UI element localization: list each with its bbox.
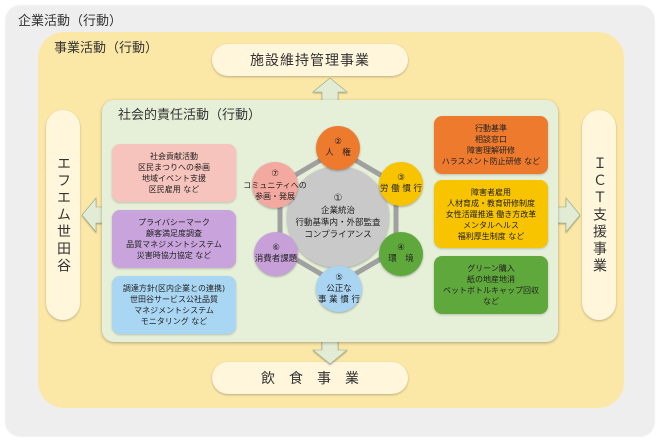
fair-business-line-2: 事 業 慣 行 — [317, 294, 361, 305]
environment-box: グリーン購入 紙の地産地消 ペットボトルキャップ回収 など — [434, 256, 548, 314]
circle-consumer: ⑥ 消費者課題 — [254, 232, 298, 276]
circle-fair-business: ⑤ 公正な 事 業 慣 行 — [316, 266, 362, 312]
consumer-number: ⑥ — [272, 243, 280, 253]
community-box-line-2: 区民まつりへの参画 — [138, 163, 210, 172]
consumer-label: 消費者課題 — [254, 254, 298, 264]
community-box: 社会貢献活動 区民まつりへの参画 地域イベント支援 区民雇用 など — [112, 144, 236, 202]
community-number: ⑦ — [271, 168, 279, 179]
facility-maintenance-pill: 施設維持管理事業 — [212, 44, 408, 76]
labor-number: ③ — [397, 173, 405, 183]
labor-box-line-5: 福利厚生制度 など — [457, 231, 525, 241]
governance-line-1: 企業統治 — [320, 206, 355, 216]
human-rights-number: ② — [334, 137, 342, 147]
labor-box-line-3: 女性活躍推進 働き方改革 — [445, 209, 537, 219]
fm-setagaya-label: エフエム世田谷 — [55, 155, 71, 275]
community-box-line-3: 地域イベント支援 — [142, 174, 206, 183]
fair-business-number: ⑤ — [335, 272, 343, 283]
enterprise-title: 企業活動（行動） — [18, 14, 123, 29]
human-rights-box-line-4: ハラスメント防止研修 など — [441, 157, 541, 166]
consumer-box-line-1: プライバシーマーク — [138, 218, 210, 227]
community-line-1: コミュニティへの — [243, 180, 307, 190]
fair-box-line-1: 調達方針(区内企業との連携) — [122, 284, 226, 293]
facility-maintenance-label: 施設維持管理事業 — [250, 53, 370, 69]
food-pill: 飲 食 事 業 — [212, 362, 408, 394]
circle-labor: ③ 労 働 慣 行 — [379, 162, 423, 206]
ict-support-pill: ＩＣＴ支援事業 — [582, 110, 616, 320]
fair-box-line-3: マネジメントシステム — [134, 306, 214, 315]
human-rights-box-line-3: 障害理解研修 — [467, 146, 515, 155]
labor-box-line-1: 障害者雇用 — [471, 187, 511, 197]
consumer-box-line-2: 顧客満足度調査 — [146, 229, 202, 238]
circle-environment: ④ 環 境 — [379, 232, 423, 276]
consumer-box-line-3: 品質マネジメントシステム — [126, 240, 222, 249]
fair-box: 調達方針(区内企業との連携) 世田谷サービス公社品質 マネジメントシステム モニ… — [112, 276, 236, 334]
human-rights-box-line-1: 行動基準 — [475, 124, 507, 133]
circle-human-rights: ② 人 権 — [316, 126, 360, 170]
consumer-box: プライバシーマーク 顧客満足度調査 品質マネジメントシステム 災害時協力協定 な… — [112, 210, 236, 268]
fair-box-line-4: モニタリング など — [140, 317, 208, 326]
governance-line-2: 行動基準内・外部監査 — [295, 218, 381, 228]
community-box-line-1: 社会貢献活動 — [150, 152, 198, 161]
community-box-line-4: 区民雇用 など — [148, 185, 200, 194]
environment-label: 環 境 — [388, 254, 414, 264]
environment-box-line-2: 紙の地産地消 — [467, 275, 515, 284]
governance-number: ① — [333, 193, 343, 204]
human-rights-box-line-2: 相談窓口 — [475, 135, 507, 144]
human-rights-box: 行動基準 相談窓口 障害理解研修 ハラスメント防止研修 など — [434, 116, 548, 174]
labor-label: 労 働 慣 行 — [379, 184, 423, 194]
fm-setagaya-pill: エフエム世田谷 — [46, 110, 80, 320]
business-title: 事業活動（行動） — [54, 41, 159, 56]
environment-box-line-3: ペットボトルキャップ回収 — [443, 286, 539, 295]
governance-line-3: コンプライアンス — [304, 230, 372, 240]
labor-box: 障害者雇用 人材育成・教育研修制度 女性活躍推進 働き方改革 メンタルヘルス 福… — [434, 180, 548, 248]
consumer-box-line-4: 災害時協力協定 など — [136, 251, 212, 260]
human-rights-label: 人 権 — [325, 148, 351, 158]
csr-title: 社会的責任活動（行動） — [118, 108, 262, 123]
governance-circle: ① 企業統治 行動基準内・外部監査 コンプライアンス — [287, 166, 389, 268]
labor-box-line-4: メンタルヘルス — [463, 220, 519, 230]
environment-box-line-4: など — [483, 297, 499, 306]
community-line-2: 参画・発展 — [255, 191, 295, 201]
fair-business-line-1: 公正な — [326, 283, 352, 294]
ict-support-label: ＩＣＴ支援事業 — [591, 155, 607, 275]
fair-box-line-2: 世田谷サービス公社品質 — [130, 295, 218, 304]
environment-number: ④ — [397, 243, 405, 253]
environment-box-line-1: グリーン購入 — [467, 264, 515, 273]
food-label: 飲 食 事 業 — [261, 371, 359, 387]
labor-box-line-2: 人材育成・教育研修制度 — [447, 198, 535, 208]
circle-community: ⑦ コミュニティへの 参画・発展 — [243, 162, 307, 208]
